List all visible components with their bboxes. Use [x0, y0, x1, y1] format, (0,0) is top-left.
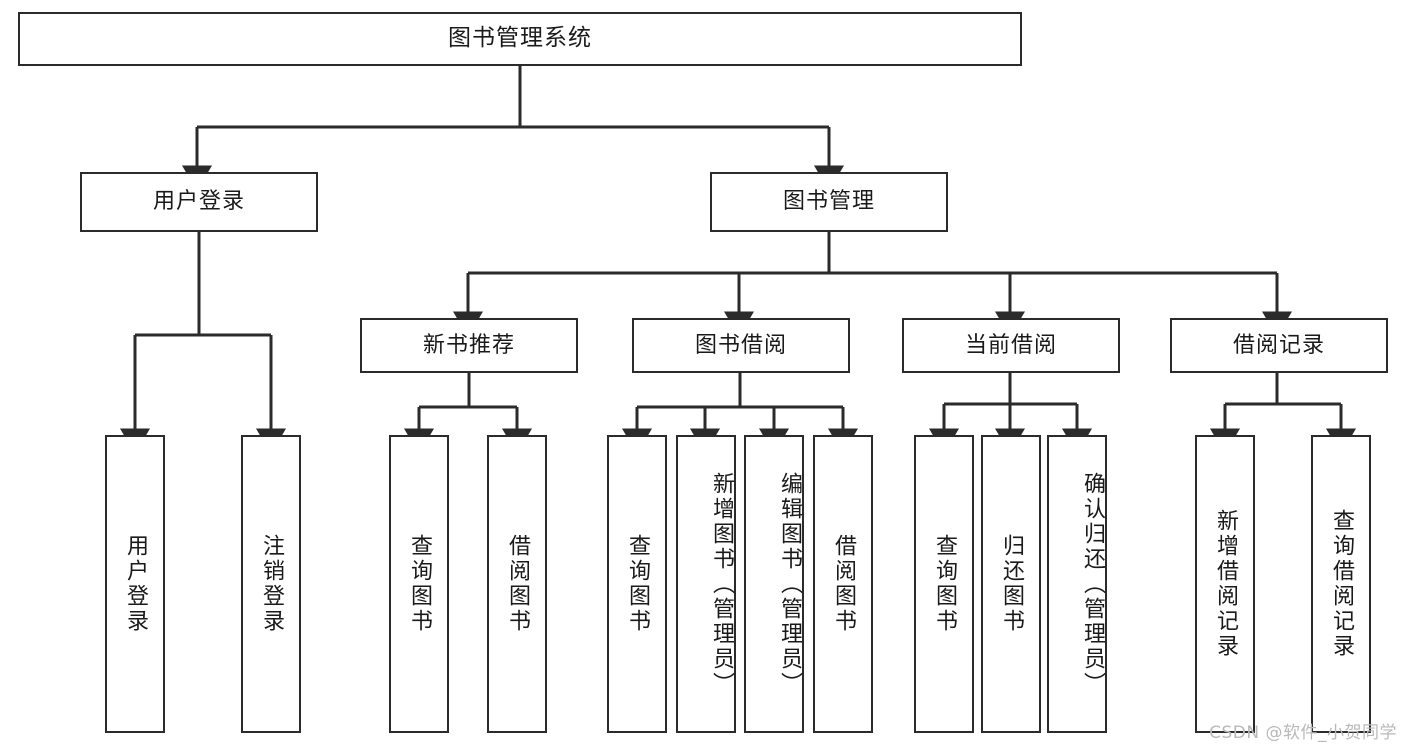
node-user-login-label: 用户登录 [152, 189, 245, 215]
leaf-re-query-record[interactable]: 查询借阅记录 [1311, 435, 1371, 733]
leaf-cu-query-book[interactable]: 查询图书 [914, 435, 974, 733]
leaf-bo-add-book[interactable]: 新增图书（管理员） [676, 435, 736, 733]
leaf-re-add-record[interactable]: 新增借阅记录 [1195, 435, 1255, 733]
leaf-bo-borrow-book-label: 借阅图书 [830, 534, 856, 634]
node-user-login[interactable]: 用户登录 [80, 172, 318, 232]
leaf-nb-query-book-label: 查询图书 [406, 534, 432, 634]
node-book-management[interactable]: 图书管理 [710, 172, 948, 232]
leaf-cu-return-book-label: 归还图书 [998, 534, 1024, 634]
node-book-management-label: 图书管理 [782, 189, 875, 215]
leaf-user-login-label: 用户登录 [122, 534, 148, 634]
leaf-bo-add-book-label: 新增图书（管理员） [709, 471, 734, 697]
watermark: CSDN @软件_小贺同学 [1209, 723, 1397, 743]
node-borrow-records[interactable]: 借阅记录 [1170, 318, 1388, 373]
leaf-re-add-record-label: 新增借阅记录 [1212, 509, 1238, 659]
leaf-bo-edit-book[interactable]: 编辑图书（管理员） [744, 435, 804, 733]
leaf-cu-query-book-label: 查询图书 [931, 534, 957, 634]
leaf-logout-label: 注销登录 [258, 534, 284, 634]
leaf-cu-confirm-return[interactable]: 确认归还（管理员） [1047, 435, 1107, 733]
node-root[interactable]: 图书管理系统 [18, 12, 1022, 66]
node-root-label: 图书管理系统 [448, 25, 592, 52]
node-new-book-recommend[interactable]: 新书推荐 [360, 318, 578, 373]
leaf-nb-borrow-book-label: 借阅图书 [504, 534, 530, 634]
node-new-book-recommend-label: 新书推荐 [422, 332, 515, 358]
node-current-borrow[interactable]: 当前借阅 [902, 318, 1120, 373]
node-book-borrow-label: 图书借阅 [694, 332, 787, 358]
leaf-cu-return-book[interactable]: 归还图书 [981, 435, 1041, 733]
leaf-nb-borrow-book[interactable]: 借阅图书 [487, 435, 547, 733]
leaf-re-query-record-label: 查询借阅记录 [1328, 509, 1354, 659]
node-book-borrow[interactable]: 图书借阅 [632, 318, 850, 373]
leaf-nb-query-book[interactable]: 查询图书 [389, 435, 449, 733]
leaf-bo-borrow-book[interactable]: 借阅图书 [813, 435, 873, 733]
leaf-cu-confirm-return-label: 确认归还（管理员） [1080, 471, 1105, 697]
leaf-bo-query-book-label: 查询图书 [624, 534, 650, 634]
leaf-bo-edit-book-label: 编辑图书（管理员） [777, 471, 802, 697]
node-current-borrow-label: 当前借阅 [964, 332, 1057, 358]
leaf-user-login[interactable]: 用户登录 [105, 435, 165, 733]
node-borrow-records-label: 借阅记录 [1232, 332, 1325, 358]
leaf-bo-query-book[interactable]: 查询图书 [607, 435, 667, 733]
leaf-logout[interactable]: 注销登录 [241, 435, 301, 733]
